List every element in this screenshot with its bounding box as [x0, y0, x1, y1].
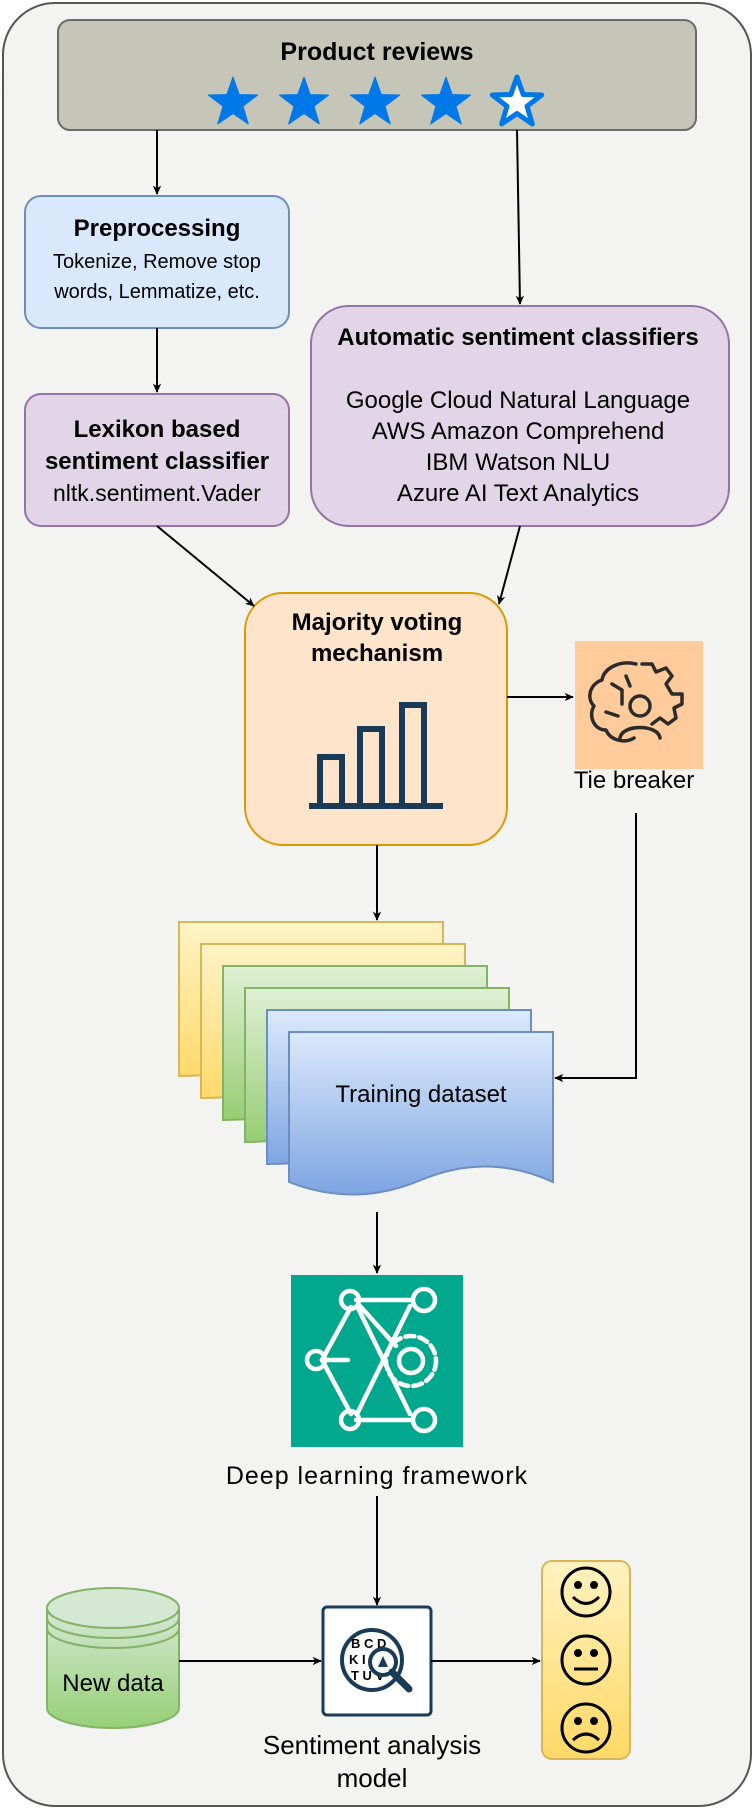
neutral-face-icon — [560, 1634, 612, 1686]
majority-voting-box: Majority voting mechanism — [244, 592, 508, 846]
preprocessing-line-1: Tokenize, Remove stop — [53, 251, 261, 273]
new-data-cylinder: New data — [46, 1587, 180, 1729]
automatic-item-4: Azure AI Text Analytics — [397, 480, 639, 507]
neural-network-gear-icon — [304, 1286, 439, 1434]
sentiment-output-box — [541, 1560, 631, 1760]
svg-text:B C D: B C D — [351, 1636, 386, 1651]
star-filled-icon — [207, 76, 259, 125]
new-data-label: New data — [62, 1670, 164, 1697]
preprocessing-box: Preprocessing Tokenize, Remove stop word… — [24, 195, 290, 329]
tie-breaker-label: Tie breaker — [574, 767, 695, 794]
majority-title-line-2: mechanism — [311, 640, 443, 667]
svg-text:K I: K I — [349, 1652, 366, 1667]
training-dataset-label: Training dataset — [335, 1081, 507, 1108]
deep-learning-label: Deep learning framework — [226, 1462, 528, 1490]
majority-title-line-1: Majority voting — [292, 609, 463, 636]
preprocessing-title: Preprocessing — [74, 215, 241, 242]
star-filled-icon — [420, 76, 472, 125]
product-reviews-title: Product reviews — [280, 38, 473, 66]
arrow-automatic-to-majority — [497, 525, 521, 605]
sentiment-model-node: B C D K I T U V Sentiment analysis model — [263, 1605, 481, 1793]
star-filled-icon — [349, 76, 401, 125]
training-dataset-stack: Training dataset — [178, 921, 554, 1196]
automatic-classifiers-box: Automatic sentiment classifiers Google C… — [310, 305, 730, 527]
lexicon-classifier-box: Lexikon based sentiment classifier nltk.… — [24, 393, 290, 527]
bar-chart-icon — [309, 702, 443, 809]
star-filled-icon — [278, 76, 330, 125]
rating-stars — [207, 74, 545, 127]
brain-gear-person-icon — [588, 661, 684, 743]
arrow-lexicon-to-majority — [156, 525, 255, 607]
tie-breaker-node: Tie breaker — [574, 641, 703, 794]
sentiment-model-label-line-2: model — [337, 1763, 408, 1793]
automatic-item-3: IBM Watson NLU — [426, 449, 611, 476]
arrow-reviews-to-automatic — [515, 129, 525, 305]
deep-learning-node: Deep learning framework — [226, 1275, 528, 1490]
connectors — [152, 129, 637, 1666]
product-reviews-box: Product reviews — [57, 19, 697, 131]
arrow-tie-breaker-to-dataset — [554, 813, 637, 1083]
preprocessing-line-2: words, Lemmatize, etc. — [53, 281, 260, 303]
sad-face-icon — [560, 1702, 612, 1754]
automatic-item-2: AWS Amazon Comprehend — [372, 418, 665, 445]
automatic-title: Automatic sentiment classifiers — [337, 324, 698, 351]
sentiment-model-label-line-1: Sentiment analysis — [263, 1730, 481, 1760]
lexicon-title-line-1: Lexikon based — [74, 416, 241, 443]
star-empty-icon — [489, 74, 545, 127]
automatic-item-1: Google Cloud Natural Language — [346, 387, 690, 414]
text-analysis-magnifier-icon: B C D K I T U V — [340, 1628, 413, 1693]
lexicon-title-line-2: sentiment classifier — [45, 448, 269, 475]
lexicon-subtitle: nltk.sentiment.Vader — [53, 480, 261, 506]
happy-face-icon — [560, 1566, 612, 1618]
